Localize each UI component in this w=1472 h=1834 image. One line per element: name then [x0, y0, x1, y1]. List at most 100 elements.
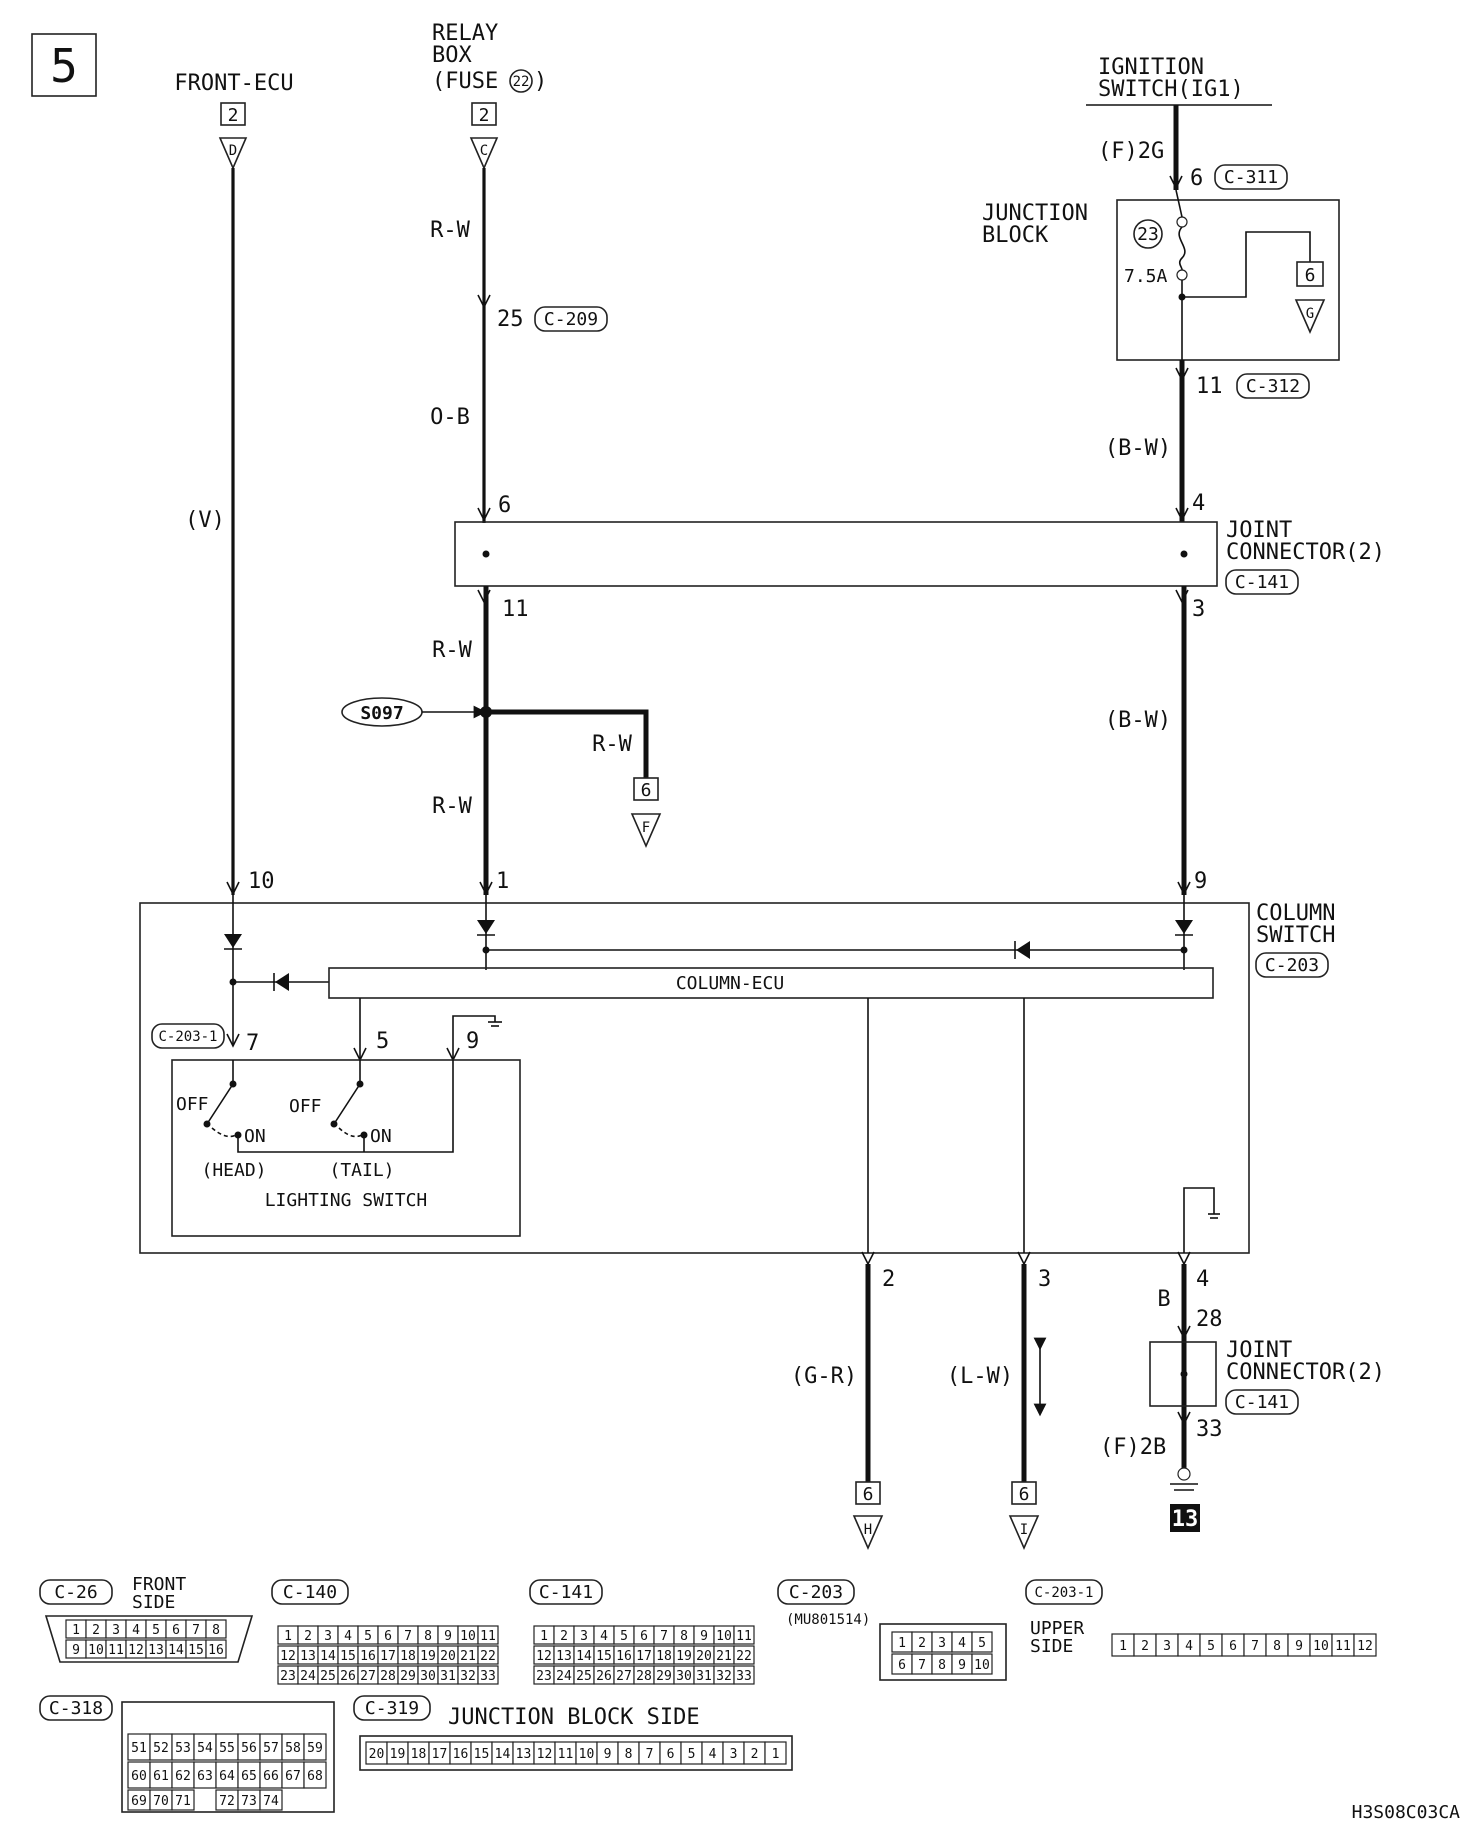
jb-fuse-bottom-terminal [1176, 269, 1188, 281]
relay-box-ref: C [480, 143, 488, 159]
c2031-conn: C-203-1 [158, 1029, 217, 1045]
connector-pin-label: 3 [580, 1629, 588, 1644]
connector-pin-label: 2 [560, 1629, 568, 1644]
figure-code: H3S08C03CA [1352, 1802, 1461, 1823]
jcb-conn-box [1225, 1389, 1299, 1415]
out-i-ref: I [1020, 1522, 1028, 1538]
out-i-page-box [1011, 1481, 1037, 1505]
connector-pin-label: 31 [696, 1669, 712, 1684]
jct-pin-in-right: 4 [1192, 491, 1205, 516]
c2031p-name: C-203-1 [1034, 1585, 1093, 1601]
connector-pin-label: 66 [263, 1769, 279, 1784]
c209-pin: 25 [497, 307, 524, 332]
connector-pin-label: 11 [558, 1747, 574, 1762]
ls-name: LIGHTING SWITCH [265, 1190, 428, 1211]
connector-pin-label: 4 [709, 1747, 717, 1762]
wire-ig-color: (B-W) [1105, 436, 1171, 461]
jb-branch [1182, 231, 1311, 298]
connector-pin-label: 1 [898, 1636, 906, 1651]
cs-head-arrow [226, 1033, 240, 1048]
front-ecu-page: 2 [228, 105, 239, 126]
c203p-housing [879, 1623, 1007, 1681]
connector-pin-label: 25 [576, 1669, 592, 1684]
connector-pin-label: 3 [112, 1623, 120, 1638]
connector-pin-label: 23 [536, 1669, 552, 1684]
cs-pin-relay: 1 [496, 869, 509, 894]
connector-pin-label: 6 [898, 1658, 906, 1673]
connector-pin-label: 9 [1295, 1639, 1303, 1654]
relay-box-line3: (FUSE [432, 69, 498, 94]
jcb-ground-label: (F)2B [1100, 1435, 1166, 1460]
connector-pin-label: 11 [1335, 1639, 1351, 1654]
connector-pin-label: 6 [384, 1629, 392, 1644]
connector-pin-label: 7 [918, 1658, 926, 1673]
connector-pin-label: 13 [148, 1643, 164, 1658]
ls-on2: ON [370, 1126, 392, 1147]
connector-pin-label: 14 [168, 1643, 184, 1658]
connector-pin-label: 30 [676, 1669, 692, 1684]
ls-common-wire [237, 1060, 454, 1153]
connector-pin-label: 18 [411, 1747, 427, 1762]
connector-pin-label: 67 [285, 1769, 301, 1784]
connector-pin-label: 3 [730, 1747, 738, 1762]
ls-head-off-dot [203, 1120, 211, 1128]
page-number-box [31, 33, 97, 97]
column-ecu-box [328, 967, 1214, 999]
connector-pin-label: 5 [978, 1636, 986, 1651]
cs-out3-arrow [1017, 1251, 1031, 1266]
connector-pin-label: 5 [364, 1629, 372, 1644]
connector-pin-label: 14 [576, 1649, 592, 1664]
wire-front-color: (V) [185, 508, 225, 533]
cs-pin-front: 10 [248, 869, 275, 894]
connector-pin [171, 1789, 195, 1811]
wire-after-jc-color: R-W [432, 638, 472, 663]
connector-pin-label: 33 [736, 1669, 752, 1684]
jb-ref-triangle [1294, 299, 1326, 334]
connector-pin-label: 8 [424, 1629, 432, 1644]
jct-conn-box [1225, 569, 1299, 595]
connector-pin-label: 1 [284, 1629, 292, 1644]
connector-pin-label: 14 [320, 1649, 336, 1664]
relay-box-page: 2 [479, 105, 490, 126]
connector-pin-label: 5 [1207, 1639, 1215, 1654]
connector-pin-label: 17 [636, 1649, 652, 1664]
jct-pin-out-left: 11 [502, 597, 529, 622]
connector-pin-label: 56 [241, 1741, 257, 1756]
connector-pin-label: 1 [72, 1623, 80, 1638]
jct-left-node [482, 550, 490, 558]
connector-pin-label: 9 [72, 1643, 80, 1658]
connector-pin-label: 1 [540, 1629, 548, 1644]
jb-fuse-top-terminal [1176, 216, 1188, 228]
connector-pin-label: 60 [131, 1769, 147, 1784]
connector-pin-label: 20 [696, 1649, 712, 1664]
connector-pin-label: 6 [667, 1747, 675, 1762]
column-ecu-label: COLUMN-ECU [676, 973, 784, 994]
jct-pin-in-left: 6 [498, 493, 511, 518]
jct-left-in-arrow [477, 507, 491, 522]
connector-pin-label: 9 [700, 1629, 708, 1644]
c312-arrow [1175, 367, 1189, 382]
connector-pin-label: 9 [444, 1629, 452, 1644]
column-switch-box [139, 902, 1250, 1254]
connector-pin-label: 5 [152, 1623, 160, 1638]
c209-conn: C-209 [544, 309, 598, 330]
connector-pin-label: 14 [495, 1747, 511, 1762]
c319-title: JUNCTION BLOCK SIDE [448, 1705, 700, 1730]
connector-pin-label: 25 [320, 1669, 336, 1684]
jb-ref: G [1306, 306, 1314, 322]
c141-name: C-141 [539, 1582, 593, 1603]
connector-pin-label: 10 [1313, 1639, 1329, 1654]
connector-pin-label: 7 [404, 1629, 412, 1644]
connector-pin-label: 27 [360, 1669, 376, 1684]
connector-pin-label: 22 [480, 1649, 496, 1664]
fuse-23-circle [1133, 219, 1163, 249]
c26-housing [44, 1615, 254, 1663]
cs-out2-arrow [861, 1251, 875, 1266]
connector-pin-label: 16 [616, 1649, 632, 1664]
cs-out4-arrow [1177, 1251, 1191, 1266]
connector-pin-label: 10 [460, 1629, 476, 1644]
connector-pin-label: 64 [219, 1769, 235, 1784]
